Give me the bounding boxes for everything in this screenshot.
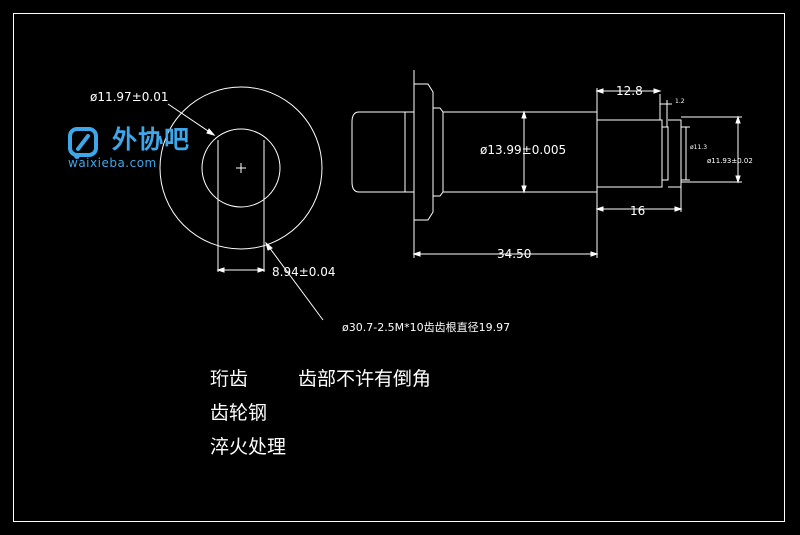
tip-arrow-left [595, 206, 604, 212]
tip-dia-arrow-top [735, 115, 741, 124]
groove [662, 126, 669, 181]
groove-width-label: 1.2 [675, 98, 685, 105]
step-section [597, 119, 663, 188]
key-flat-label: 8.94±0.04 [272, 265, 336, 279]
gear-spec-label: ø30.7-2.5M*10齿齿根直径19.97 [342, 321, 511, 334]
gear-end-view [159, 86, 324, 321]
logo-mark-icon [68, 127, 98, 159]
step-arrow-right [653, 88, 662, 94]
watermark-logo: 外协吧 waixieba.com [66, 127, 216, 171]
groove-diameter-label: ø11.3 [690, 144, 708, 151]
tip-diameter-label: ø11.93±0.02 [707, 157, 753, 165]
bore-diameter-label: ø11.97±0.01 [90, 90, 169, 104]
overall-length-label: 34.50 [497, 247, 532, 261]
flat-arrow-left [216, 267, 225, 273]
note-no-chamfer: 齿部不许有倒角 [298, 368, 432, 390]
gear-leader [265, 242, 324, 321]
note-material: 齿轮钢 [210, 402, 268, 424]
gear-leader-arrow [265, 241, 273, 251]
shaft-diameter-label: ø13.99±0.005 [480, 143, 567, 157]
shaft-side-view [351, 70, 742, 258]
overall-arrow-right [590, 251, 599, 257]
logo-name: 外协吧 [112, 125, 191, 154]
note-honing-label: 珩齿 [210, 368, 249, 390]
gear-outer-circle [159, 86, 323, 250]
tip-length-label: 16 [630, 204, 646, 218]
bore-circle [201, 128, 281, 208]
bore-leader-arrow [206, 128, 216, 136]
shaft-dia-arrow-bottom [521, 185, 527, 194]
tip-section [668, 119, 682, 188]
shaft-dia-arrow-top [521, 110, 527, 119]
note-heat-treatment: 淬火处理 [210, 436, 287, 458]
bore-leader [167, 103, 215, 136]
tip-dia-arrow-bottom [735, 175, 741, 184]
step-length-label: 12.8 [616, 84, 643, 98]
step-arrow-left [595, 88, 604, 94]
gear-head [351, 111, 406, 193]
drawing-border [13, 13, 785, 522]
overall-arrow-left [412, 251, 421, 257]
tip-arrow-right [674, 206, 683, 212]
flat-arrow-right [257, 267, 266, 273]
logo-url: waixieba.com [68, 156, 157, 170]
flange [413, 83, 434, 221]
